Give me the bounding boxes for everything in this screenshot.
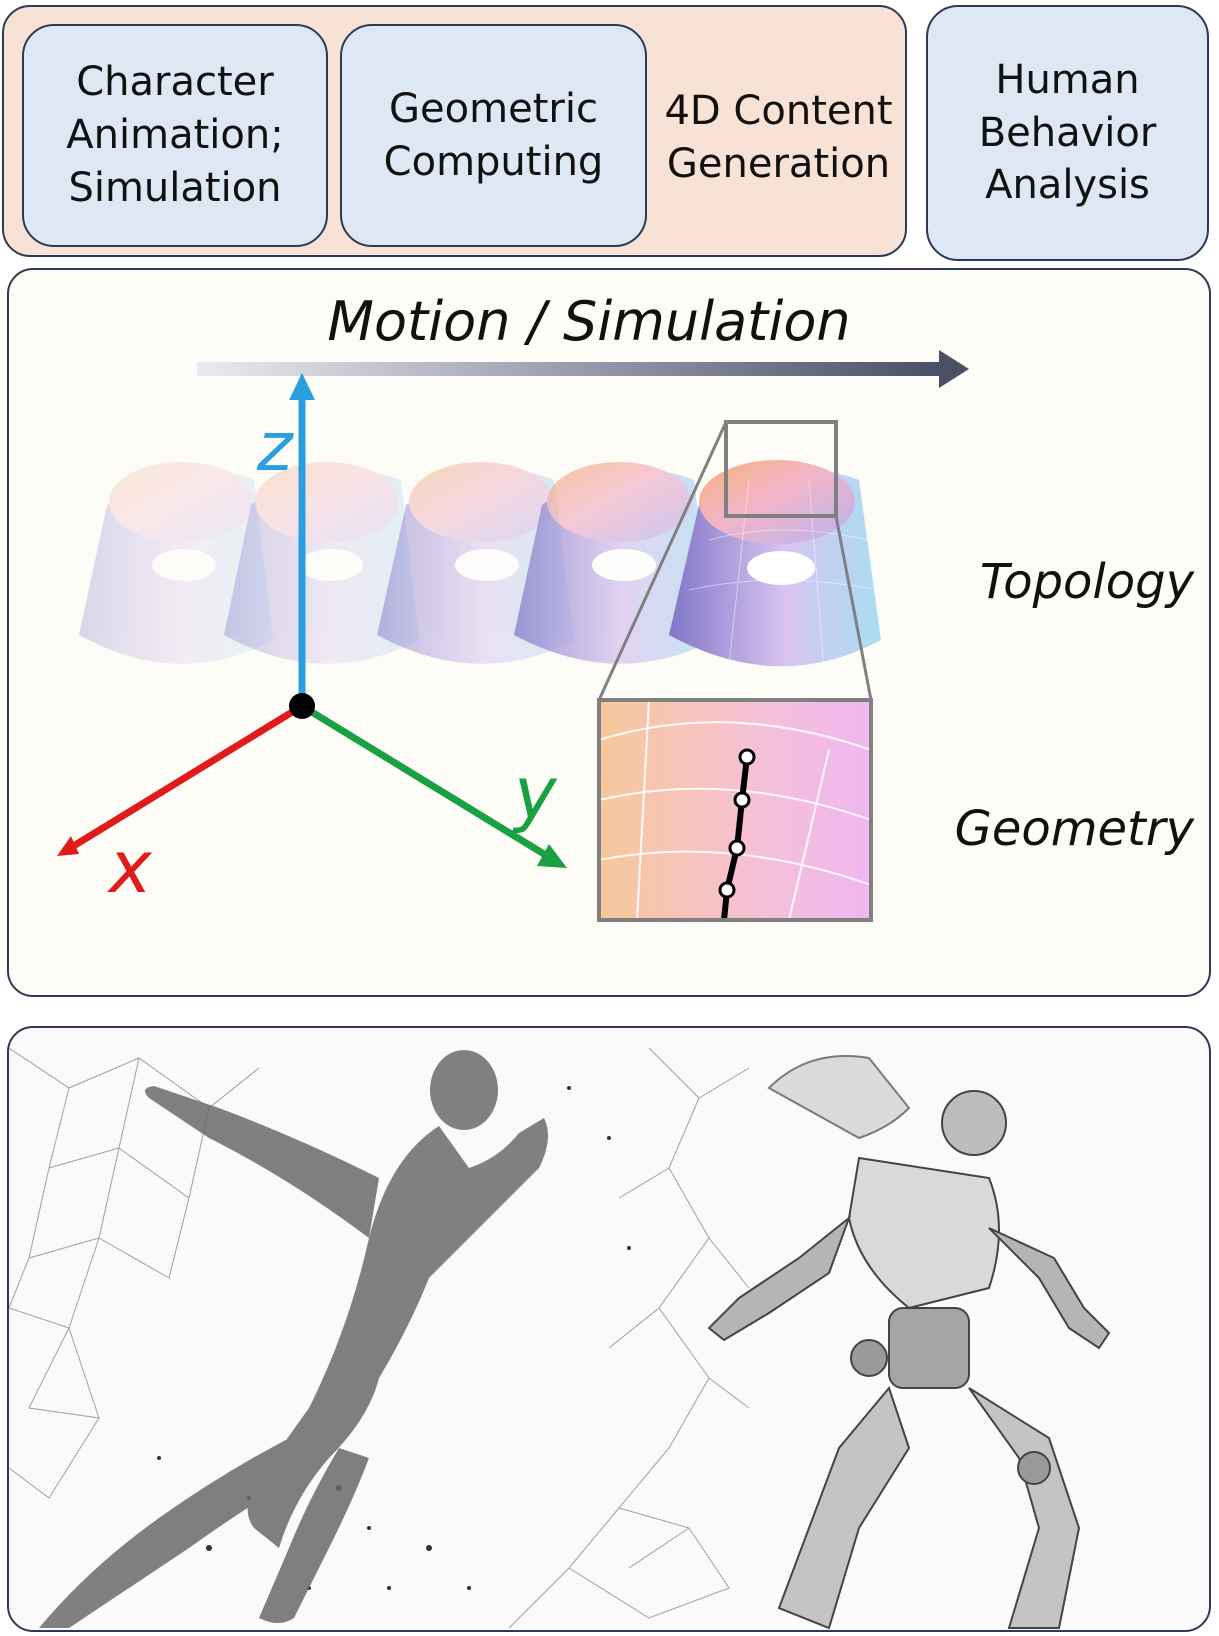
geometry-label: Geometry bbox=[955, 801, 1195, 857]
motion-diagram: Motion / Simulation bbox=[57, 290, 1195, 922]
application-group-panel: Character Animation; Simulation Geometri… bbox=[2, 5, 907, 257]
character-animation-label: Character Animation; Simulation bbox=[66, 59, 284, 211]
human-runner-figure bbox=[39, 1050, 549, 1628]
human-behavior-label: Human Behavior Analysis bbox=[978, 56, 1157, 209]
geometry-zoom-inset bbox=[597, 698, 873, 922]
motion-illustration-panel bbox=[7, 1026, 1211, 1632]
robot-figure bbox=[707, 1055, 1111, 1630]
z-axis bbox=[289, 373, 315, 706]
character-animation-box: Character Animation; Simulation bbox=[22, 24, 328, 247]
motion-diagram-panel: Motion / Simulation bbox=[7, 268, 1211, 997]
geometric-computing-box: Geometric Computing bbox=[340, 24, 647, 247]
human-behavior-box: Human Behavior Analysis bbox=[926, 5, 1209, 261]
y-axis-label: y bbox=[512, 751, 558, 835]
x-axis-label: x bbox=[107, 825, 153, 909]
illustration bbox=[9, 1047, 1111, 1630]
torus-frame-4 bbox=[514, 462, 714, 664]
zoom-line-left bbox=[597, 421, 728, 701]
wireframe-mesh bbox=[9, 1047, 750, 1629]
origin-point bbox=[289, 693, 315, 719]
zoom-source-box bbox=[724, 420, 838, 518]
zoom-line-right bbox=[834, 515, 873, 701]
motion-arrow bbox=[197, 350, 969, 388]
topology-label: Topology bbox=[980, 554, 1195, 610]
content-generation-label: 4D Content Generation bbox=[664, 88, 893, 187]
motion-simulation-label: Motion / Simulation bbox=[327, 290, 850, 353]
geometric-computing-label: Geometric Computing bbox=[383, 85, 604, 185]
x-axis bbox=[57, 703, 304, 856]
z-axis-label: z bbox=[256, 408, 294, 487]
y-axis bbox=[300, 703, 567, 868]
torus-frame-5 bbox=[669, 460, 881, 671]
torus-frame-1 bbox=[79, 462, 273, 664]
torus-frame-2 bbox=[224, 462, 419, 664]
